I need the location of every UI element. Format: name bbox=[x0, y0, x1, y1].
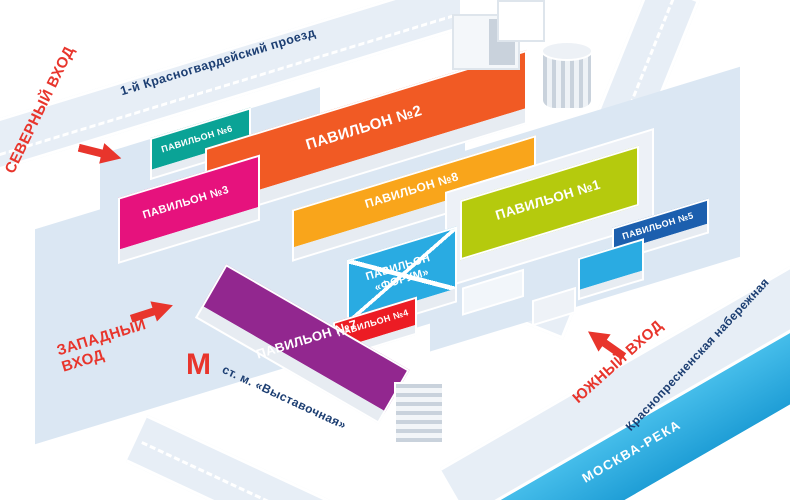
service-building-b bbox=[497, 0, 545, 42]
gas-tank-cylinder bbox=[541, 41, 593, 110]
metro-icon: М bbox=[186, 348, 211, 381]
ribbed-service-building bbox=[394, 382, 444, 444]
